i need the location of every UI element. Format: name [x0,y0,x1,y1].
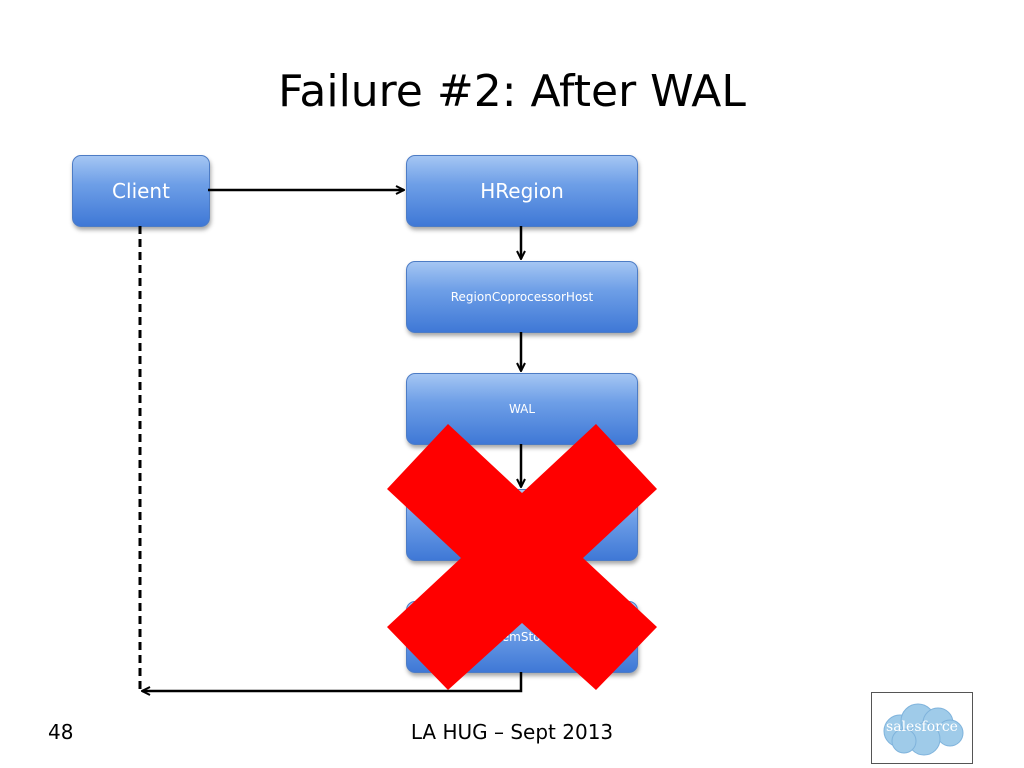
slide-title: Failure #2: After WAL [278,66,746,117]
coprocessor-node: RegionCoprocessorHost [406,261,638,333]
footer-text: LA HUG – Sept 2013 [410,720,614,744]
client-node: Client [72,155,210,227]
return-arrow [142,672,523,691]
logo-text: salesforce [886,719,958,735]
salesforce-logo: salesforce [871,692,973,764]
coprocessor-label: RegionCoprocessorHost [450,290,594,304]
hregion-label: HRegion [480,179,564,203]
cloud-icon [883,703,964,756]
failure-x-icon [387,424,657,690]
hregion-node: HRegion [406,155,638,227]
wal-label: WAL [508,402,536,416]
slide-number: 48 [48,720,74,744]
client-label: Client [112,179,170,203]
